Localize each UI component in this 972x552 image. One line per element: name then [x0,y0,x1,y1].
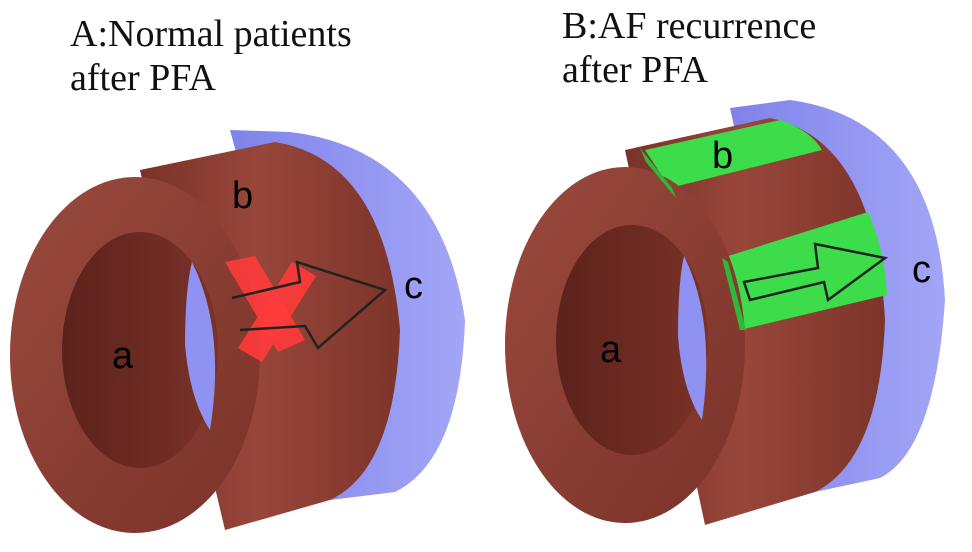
panel-a-title-line1: A:Normal patients [70,13,352,55]
panel-b-title-line1: B:AF recurrence [562,5,817,47]
panel-a-title: A:Normal patients after PFA [70,12,352,100]
panel-b-label-c: c [912,249,931,291]
panel-a-inner-lumen [62,232,218,468]
panel-b-label-b: b [712,135,733,177]
panel-b-title-line2: after PFA [562,49,708,91]
panel-b-inner-lumen [556,225,708,455]
panel-a-label-b: b [232,175,253,217]
panel-b-label-a: a [600,329,622,371]
panel-a-lumen-far-opening [185,262,216,430]
panel-b-lumen-far-opening [678,256,707,420]
panel-a-label-c: c [404,265,423,307]
panel-a-label-a: a [112,335,134,377]
panel-b-gap-strip-edge [640,148,676,198]
panel-a-title-line2: after PFA [70,57,216,99]
panel-b-gap-strip-top [645,120,822,188]
panel-a-cylinder [10,130,465,533]
panel-b-cylinder [505,100,945,525]
arrow-icon [742,242,889,303]
arrow-icon [231,260,388,350]
panel-b-title: B:AF recurrence after PFA [562,4,816,92]
panel-b-gap-strip-edge-2 [722,258,746,330]
